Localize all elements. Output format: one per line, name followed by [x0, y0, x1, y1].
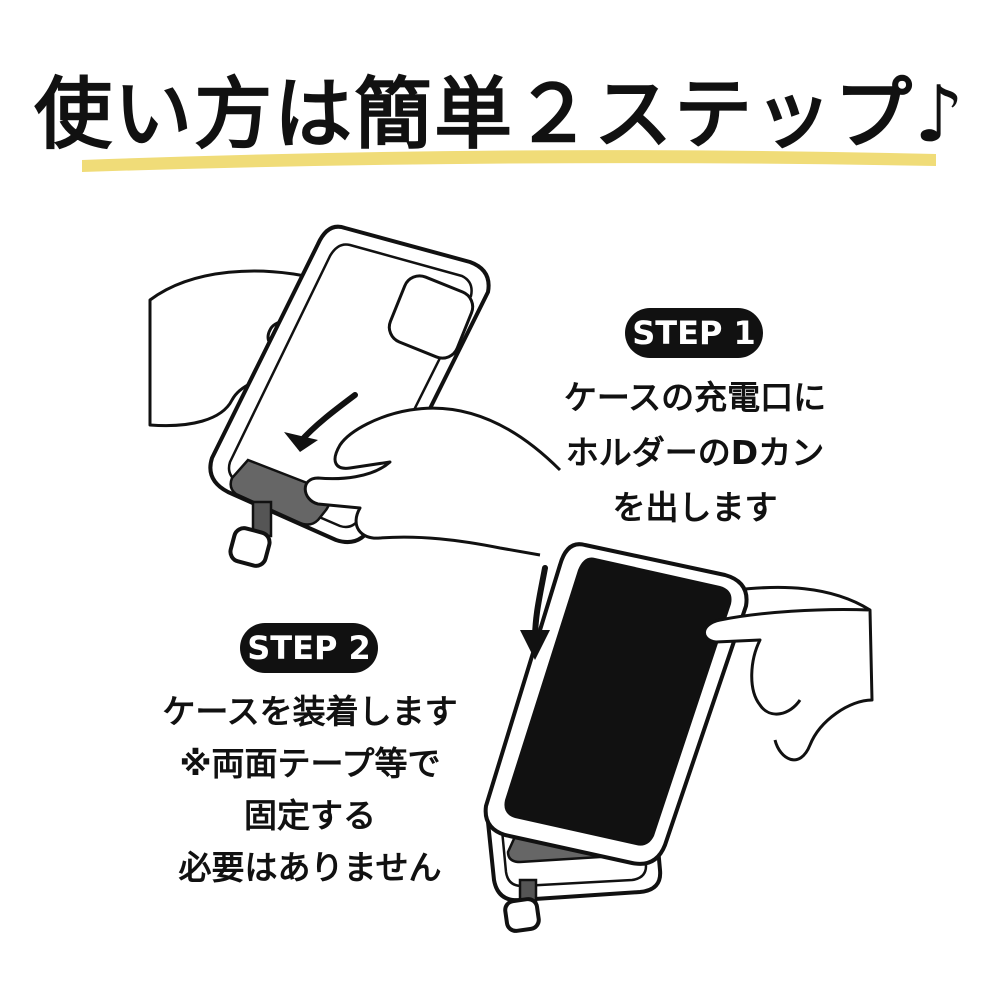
step2-line-3: 固定する — [244, 796, 376, 835]
step1-front-hand — [303, 406, 562, 557]
step1-line-2: ホルダーのDカン — [565, 433, 825, 472]
step1-line-3: を出します — [612, 488, 778, 527]
step2-line-4: 必要はありません — [178, 848, 442, 887]
step2-badge: STEP 2 — [240, 623, 378, 673]
page-title: 使い方は簡単２ステップ♪ — [34, 70, 966, 160]
step1-description: ケースの充電口に ホルダーのDカン を出します — [540, 370, 850, 535]
step2-hand-front — [703, 607, 871, 716]
step1-arrow-head — [284, 432, 318, 452]
step2-arrow-head — [520, 630, 550, 660]
step1-d-ring — [228, 526, 272, 568]
step1-badge: STEP 1 — [625, 308, 763, 358]
step2-illustration — [483, 542, 874, 933]
title-highlight-stroke — [82, 150, 936, 172]
step1-line-1: ケースの充電口に — [563, 378, 827, 417]
step2-line-2: ※両面テープ等で — [179, 744, 441, 783]
step2-phone-screen — [504, 557, 732, 846]
step2-line-1: ケースを装着します — [162, 692, 458, 731]
step1-camera-cutout — [387, 274, 475, 360]
step2-d-ring — [503, 897, 541, 933]
step1-illustration — [148, 224, 562, 568]
step2-description: ケースを装着します ※両面テープ等で 固定する 必要はありません — [140, 686, 480, 894]
